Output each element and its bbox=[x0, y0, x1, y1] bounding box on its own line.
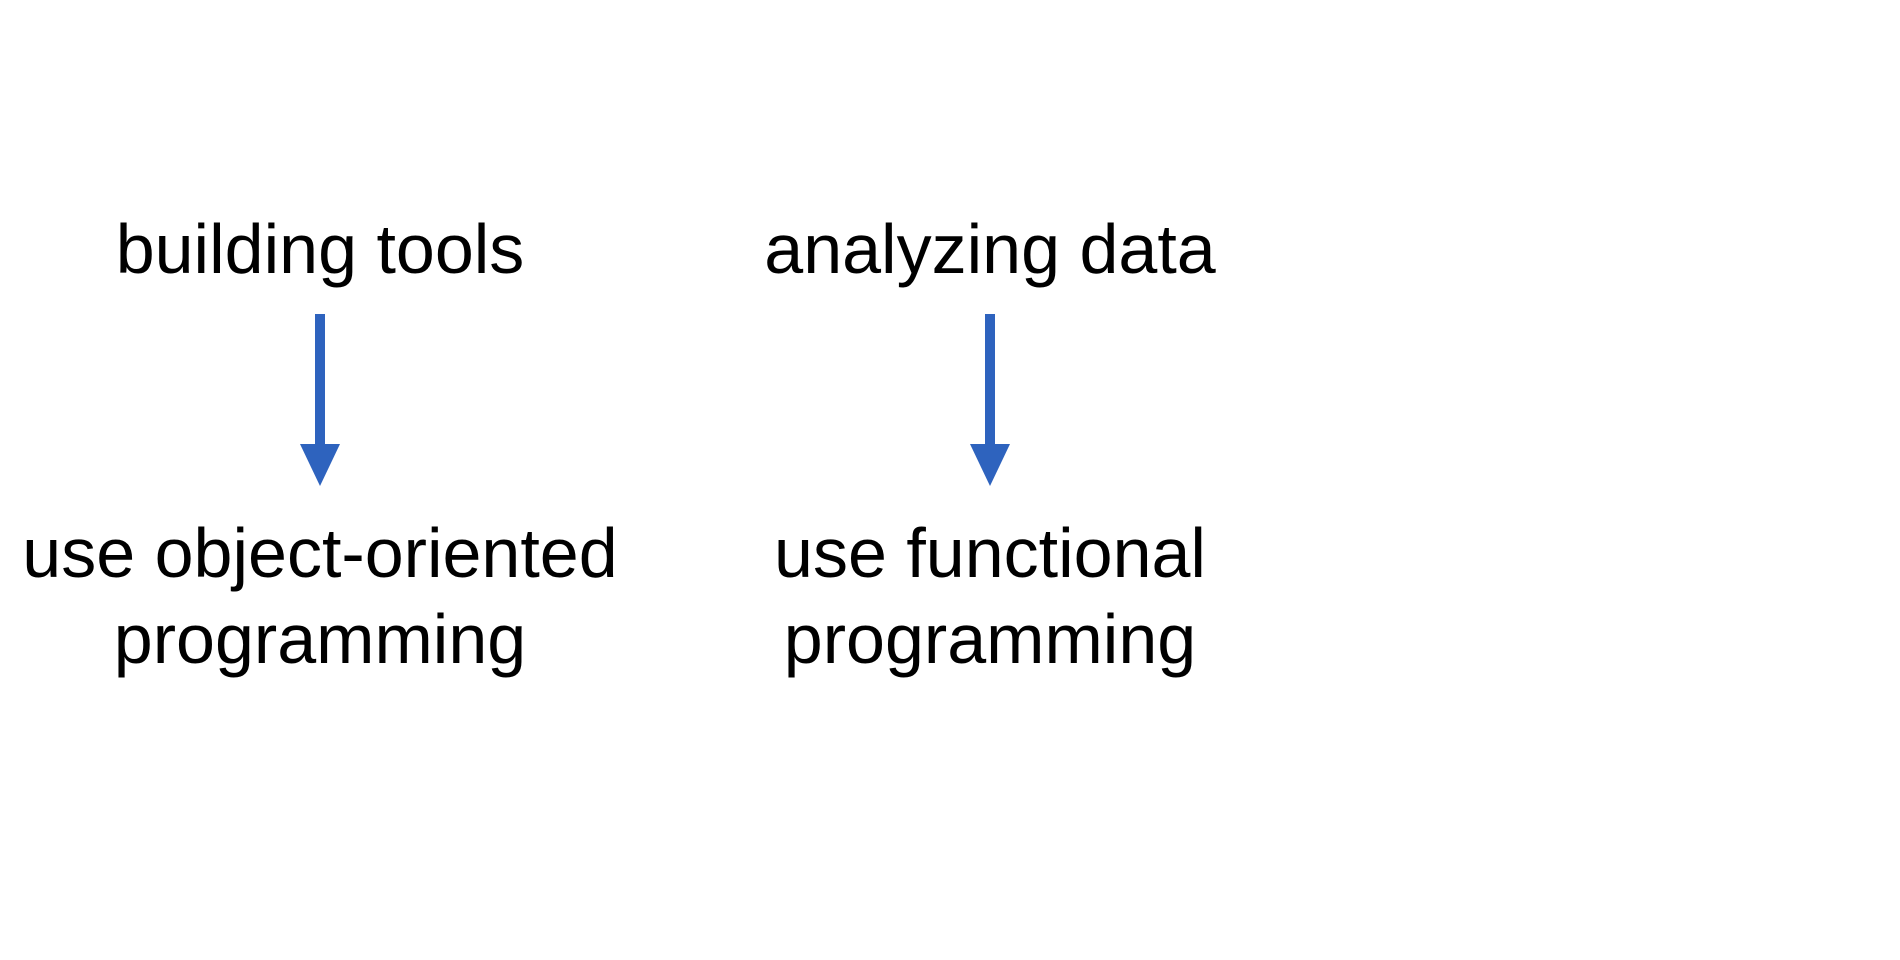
right-bottom-label-line2: programming bbox=[783, 600, 1197, 678]
right-arrow-head bbox=[970, 444, 1010, 486]
right-arrow-shaft bbox=[985, 314, 995, 448]
right-top-label: analyzing data bbox=[764, 210, 1216, 288]
left-down-arrow-icon bbox=[300, 314, 340, 486]
left-top-label: building tools bbox=[115, 210, 525, 288]
right-down-arrow-icon bbox=[970, 314, 1010, 486]
left-arrow-head bbox=[300, 444, 340, 486]
left-flow: building tools use object-oriented progr… bbox=[0, 0, 640, 960]
left-bottom-label-line2: programming bbox=[113, 600, 527, 678]
right-bottom-label: use functional programming bbox=[670, 510, 1310, 682]
left-arrow-shaft bbox=[315, 314, 325, 448]
left-bottom-label-line1: use object-oriented bbox=[22, 514, 618, 592]
right-flow: analyzing data use functional programmin… bbox=[670, 0, 1310, 960]
left-bottom-label: use object-oriented programming bbox=[0, 510, 640, 682]
right-bottom-label-line1: use functional bbox=[774, 514, 1206, 592]
